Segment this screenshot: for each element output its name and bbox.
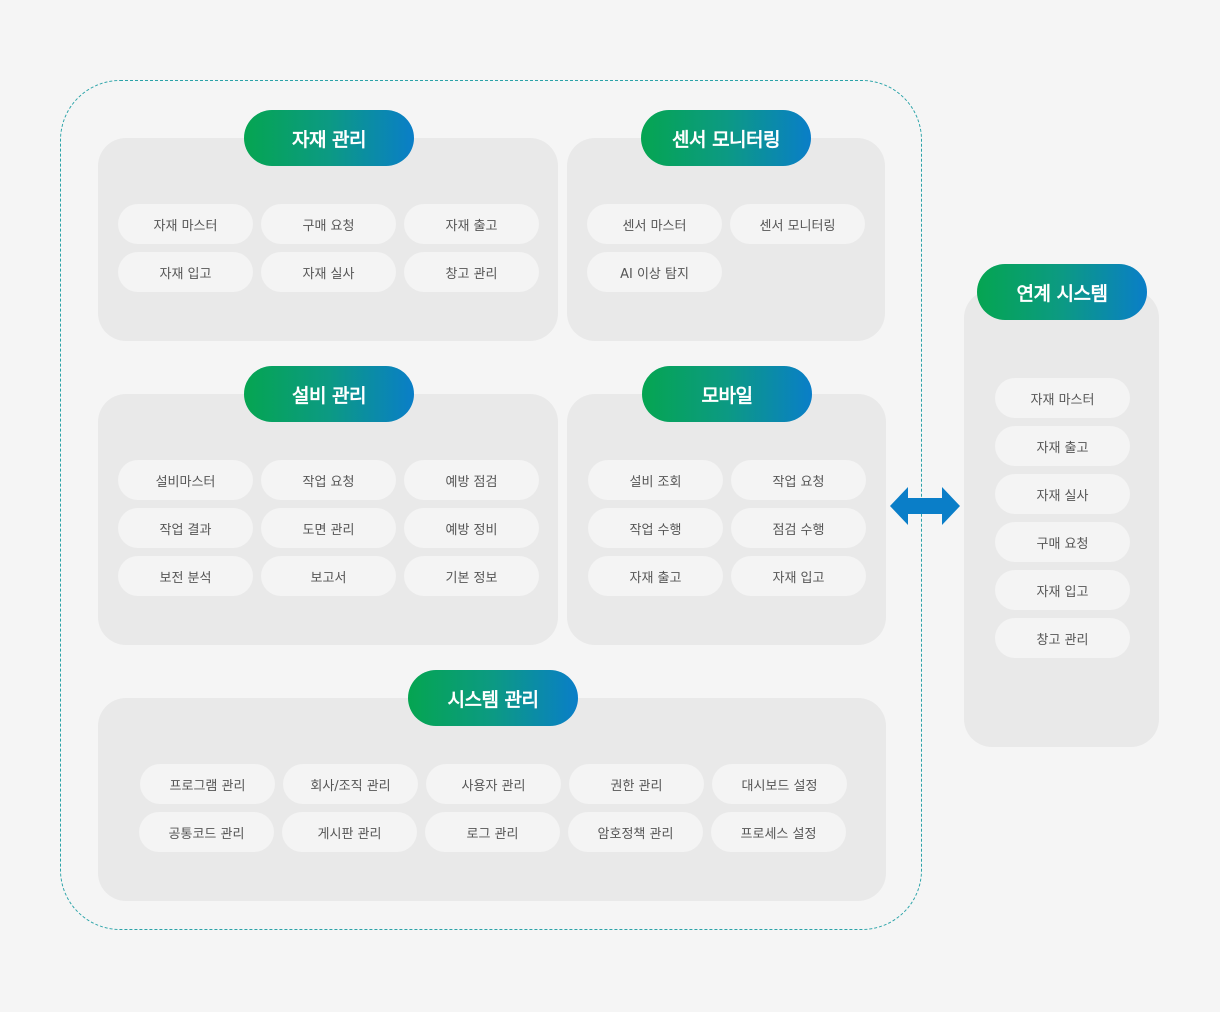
mobile-item[interactable]: 자재 출고 (588, 556, 723, 596)
equipment-item[interactable]: 보고서 (261, 556, 396, 596)
mobile-item[interactable]: 자재 입고 (731, 556, 866, 596)
material-item[interactable]: 자재 입고 (118, 252, 253, 292)
sensor-item[interactable]: 센서 마스터 (587, 204, 722, 244)
equipment-item[interactable]: 설비마스터 (118, 460, 253, 500)
system-item[interactable]: 게시판 관리 (282, 812, 417, 852)
system-item[interactable]: 암호정책 관리 (568, 812, 703, 852)
equipment-item[interactable]: 기본 정보 (404, 556, 539, 596)
system-item[interactable]: 회사/조직 관리 (283, 764, 418, 804)
linked-item[interactable]: 자재 입고 (995, 570, 1130, 610)
equipment-item[interactable]: 작업 결과 (118, 508, 253, 548)
system-item[interactable]: 대시보드 설정 (712, 764, 847, 804)
sensor-item[interactable]: 센서 모니터링 (730, 204, 865, 244)
system-item[interactable]: 로그 관리 (425, 812, 560, 852)
equipment-item[interactable]: 보전 분석 (118, 556, 253, 596)
mobile-title: 모바일 (642, 366, 812, 422)
sensor-item[interactable]: AI 이상 탐지 (587, 252, 722, 292)
double-arrow-icon (890, 487, 960, 525)
equipment-item[interactable]: 예방 정비 (404, 508, 539, 548)
linked-item[interactable]: 구매 요청 (995, 522, 1130, 562)
system-item[interactable]: 프로세스 설정 (711, 812, 846, 852)
equipment-item[interactable]: 예방 점검 (404, 460, 539, 500)
system-item[interactable]: 프로그램 관리 (140, 764, 275, 804)
sensor-title: 센서 모니터링 (641, 110, 811, 166)
linked-item[interactable]: 창고 관리 (995, 618, 1130, 658)
system-item[interactable]: 사용자 관리 (426, 764, 561, 804)
linked-panel (964, 290, 1159, 747)
mobile-item[interactable]: 작업 수행 (588, 508, 723, 548)
linked-item[interactable]: 자재 마스터 (995, 378, 1130, 418)
material-item[interactable]: 자재 마스터 (118, 204, 253, 244)
system-item[interactable]: 권한 관리 (569, 764, 704, 804)
material-item[interactable]: 구매 요청 (261, 204, 396, 244)
linked-title: 연계 시스템 (977, 264, 1147, 320)
system-item[interactable]: 공통코드 관리 (139, 812, 274, 852)
material-item[interactable]: 자재 실사 (261, 252, 396, 292)
material-item[interactable]: 자재 출고 (404, 204, 539, 244)
mobile-item[interactable]: 설비 조회 (588, 460, 723, 500)
mobile-item[interactable]: 작업 요청 (731, 460, 866, 500)
material-item[interactable]: 창고 관리 (404, 252, 539, 292)
equipment-item[interactable]: 작업 요청 (261, 460, 396, 500)
mobile-item[interactable]: 점검 수행 (731, 508, 866, 548)
linked-item[interactable]: 자재 실사 (995, 474, 1130, 514)
linked-item[interactable]: 자재 출고 (995, 426, 1130, 466)
equipment-item[interactable]: 도면 관리 (261, 508, 396, 548)
equipment-title: 설비 관리 (244, 366, 414, 422)
system-title: 시스템 관리 (408, 670, 578, 726)
material-title: 자재 관리 (244, 110, 414, 166)
